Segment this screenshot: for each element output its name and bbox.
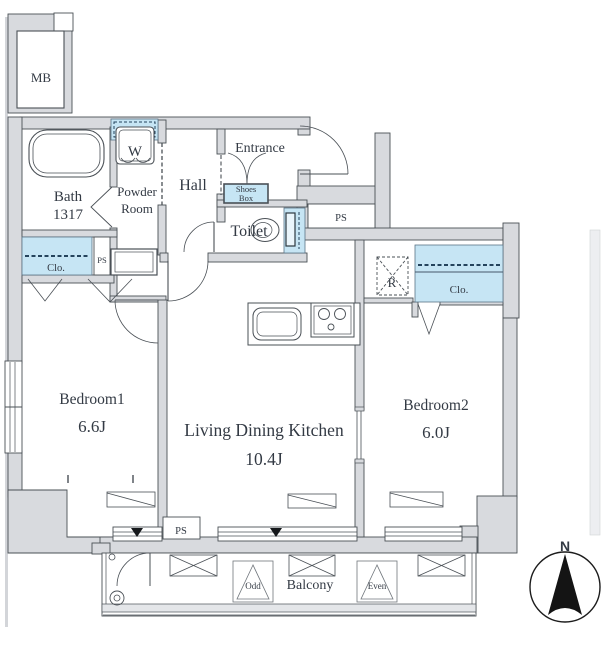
entrance-label: Entrance xyxy=(235,141,285,156)
stove-icon xyxy=(310,302,355,338)
balcony-vent-boxes xyxy=(169,554,466,577)
mb-notch xyxy=(53,12,74,32)
evacuation-hatches xyxy=(232,560,398,603)
wall-right-top xyxy=(502,222,520,319)
pipe-space-entrance-label: PS xyxy=(335,213,347,224)
entrance-door-arc xyxy=(299,125,349,175)
shoes-box-label-2: Box xyxy=(239,193,254,203)
hatch-even-label: Even xyxy=(368,581,387,591)
balcony-hook xyxy=(108,553,116,561)
balcony-label: Balcony xyxy=(287,578,334,593)
fixtures xyxy=(28,126,376,540)
washer-label: W xyxy=(128,144,143,160)
washer-icon xyxy=(115,126,155,165)
wall-bedroom1-divider xyxy=(157,299,168,538)
shoes-box xyxy=(223,183,269,204)
property-line-left xyxy=(5,17,8,627)
compass-north-label: N xyxy=(560,538,570,554)
living-size-label: 10.4J xyxy=(245,449,283,469)
closet-hanger-marks xyxy=(27,278,441,336)
living-door-arc xyxy=(167,260,209,302)
hatch-odd-box xyxy=(232,560,274,603)
toilet-door-arc xyxy=(183,221,215,253)
bedroom1-label: Bedroom1 xyxy=(59,391,124,408)
bath-size-label: 1317 xyxy=(53,207,84,223)
pipe-space-balcony-label: PS xyxy=(175,526,187,537)
sink-icon xyxy=(252,307,302,341)
bedroom2-label: Bedroom2 xyxy=(403,397,468,414)
vanity-icon xyxy=(110,248,158,276)
hall-label: Hall xyxy=(179,177,207,194)
hatch-odd-label: Odd xyxy=(245,581,261,591)
pipe-space-balcony-box xyxy=(162,516,201,540)
refrigerator-box xyxy=(376,256,409,296)
pipe-space-entrance-box xyxy=(307,203,376,229)
living-label: Living Dining Kitchen xyxy=(184,420,344,440)
windows xyxy=(4,360,463,542)
closet-right-label: Clo. xyxy=(450,284,469,296)
blue-fixtures xyxy=(21,118,504,344)
shelf-symbols xyxy=(67,475,444,509)
refrigerator-label: R xyxy=(388,275,397,290)
shoes-box-door-arcs xyxy=(227,152,267,185)
kitchen-icon xyxy=(247,302,361,346)
bath-label: Bath xyxy=(54,189,83,205)
wall-neighbor xyxy=(374,132,391,231)
wall-left-upper xyxy=(7,116,23,364)
bedroom1-door-arc xyxy=(114,299,159,344)
closet-left-label: Clo. xyxy=(47,263,65,274)
powder-room-label-2: Room xyxy=(121,201,153,216)
meter-box-label: MB xyxy=(31,70,52,85)
balcony-railing xyxy=(101,603,477,613)
pipe-space-left-label: PS xyxy=(97,255,107,265)
balcony-partition-door-arc xyxy=(116,552,151,587)
drain-icon xyxy=(109,590,125,606)
compass xyxy=(529,551,601,623)
wall-right xyxy=(502,317,518,499)
toilet-icon xyxy=(250,218,280,242)
property-lines xyxy=(5,17,601,627)
bedroom2-size-label: 6.0J xyxy=(422,423,450,442)
meter-box xyxy=(16,30,65,109)
sliding-door-bedroom2 xyxy=(354,406,365,464)
vent-markers xyxy=(131,528,282,537)
property-line-right xyxy=(589,229,601,536)
doors xyxy=(114,125,349,344)
window-balcony-living xyxy=(217,526,358,542)
bathtub-icon xyxy=(28,129,105,178)
bedroom1-size-label: 6.6J xyxy=(78,417,106,436)
north-arrow-icon xyxy=(548,554,582,615)
toilet-label: Toilet xyxy=(230,223,268,240)
pipe-space-left-box xyxy=(93,236,111,276)
window-balcony-bedroom2 xyxy=(384,526,463,542)
closet-right-box xyxy=(414,244,504,303)
balcony-structure xyxy=(101,552,477,617)
hatch-even-box xyxy=(356,560,398,603)
bath-folding-door xyxy=(90,186,113,228)
shoes-box-label-1: Shoes xyxy=(236,184,256,194)
powder-room-label-1: Powder xyxy=(117,184,157,199)
